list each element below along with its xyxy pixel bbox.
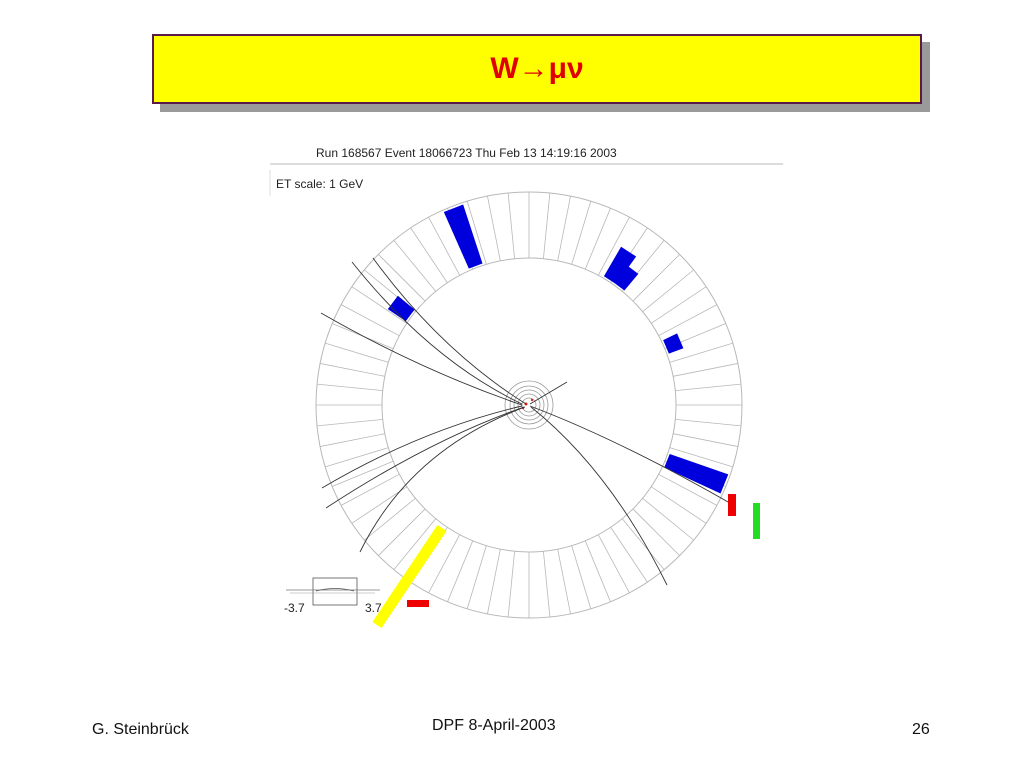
muon-track xyxy=(529,405,736,507)
calorimeter-segment xyxy=(584,208,611,270)
track xyxy=(321,405,523,489)
calorimeter-segment xyxy=(466,545,487,609)
track xyxy=(325,406,525,509)
slide-title: W→μν xyxy=(490,52,584,85)
calorimeter-segment xyxy=(507,551,515,618)
calorimeter-segment xyxy=(557,549,571,614)
calorimeter-segment xyxy=(543,551,551,618)
calorimeter-segment xyxy=(428,534,461,594)
muon-marker xyxy=(728,494,736,516)
calorimeter-segment xyxy=(487,196,501,261)
eta-max-label: 3.7 xyxy=(365,601,382,615)
footer-author: G. Steinbrück xyxy=(92,721,189,738)
calorimeter-segment xyxy=(351,286,407,324)
calorimeter-tower xyxy=(603,246,637,285)
calorimeter-segment xyxy=(632,508,680,556)
calorimeter-segment xyxy=(658,304,718,337)
calorimeter-segment xyxy=(571,201,592,265)
event-display xyxy=(269,163,783,629)
calorimeter-segment xyxy=(571,545,592,609)
track xyxy=(359,406,526,553)
calorimeter-segment xyxy=(340,304,400,337)
calorimeter-segment xyxy=(320,363,385,377)
calorimeter-segment xyxy=(393,518,437,570)
calorimeter-segment xyxy=(320,433,385,447)
calorimeter-segment xyxy=(316,383,383,391)
muon-marker xyxy=(407,600,429,607)
calorimeter-segment xyxy=(340,473,400,506)
calorimeter-segment xyxy=(557,196,571,261)
footer-conference: DPF 8-April-2003 xyxy=(432,717,556,734)
calorimeter-segment xyxy=(410,227,448,283)
title-box: W→μν xyxy=(152,34,922,104)
page-number: 26 xyxy=(912,721,930,738)
calorimeter-segment xyxy=(673,433,738,447)
track xyxy=(372,257,527,405)
eta-min-label: -3.7 xyxy=(284,601,305,615)
calorimeter-towers xyxy=(387,204,729,494)
track xyxy=(351,261,523,405)
calorimeter-segment xyxy=(669,342,733,363)
calorimeter-tower xyxy=(387,295,415,322)
calorimeter-segments xyxy=(316,192,742,618)
calorimeter-segment xyxy=(393,240,437,292)
calorimeter-segment xyxy=(325,342,389,363)
calorimeter-segment xyxy=(487,549,501,614)
calorimeter-tower xyxy=(612,263,639,291)
calorimeter-tower xyxy=(443,204,483,269)
track xyxy=(530,406,668,586)
calorimeter-segment xyxy=(642,269,694,313)
run-info-label: Run 168567 Event 18066723 Thu Feb 13 14:… xyxy=(316,146,617,160)
track xyxy=(529,381,568,405)
calorimeter-segment xyxy=(325,447,389,468)
calorimeter-segment xyxy=(507,192,515,259)
calorimeter-segment xyxy=(610,527,648,583)
calorimeter-segment xyxy=(364,497,416,541)
track xyxy=(320,312,523,406)
calorimeter-segment xyxy=(675,383,742,391)
calorimeter-segment xyxy=(669,447,733,468)
calorimeter-segment xyxy=(428,216,461,276)
calorimeter-segment xyxy=(675,419,742,427)
calorimeter-segment xyxy=(621,518,665,570)
muon-chamber-hit xyxy=(753,503,760,539)
calorimeter-segment xyxy=(351,486,407,524)
inner-ring xyxy=(381,257,677,553)
calorimeter-segment xyxy=(447,540,474,602)
calorimeter-tower xyxy=(664,453,729,494)
calorimeter-segment xyxy=(316,419,383,427)
missing-et-bar xyxy=(372,524,447,629)
calorimeter-tower xyxy=(663,333,684,354)
eta-mini-view xyxy=(286,577,380,606)
calorimeter-segment xyxy=(543,192,551,259)
calorimeter-segment xyxy=(651,286,707,324)
central-tracker xyxy=(504,380,554,430)
calorimeter-segment xyxy=(642,497,694,541)
calorimeter-segment xyxy=(597,534,630,594)
calorimeter-segment xyxy=(332,460,394,487)
calorimeter-segment xyxy=(673,363,738,377)
calorimeter-segment xyxy=(632,254,680,302)
calorimeter-segment xyxy=(658,473,718,506)
particle-tracks xyxy=(320,257,736,586)
calorimeter-segment xyxy=(651,486,707,524)
calorimeter-segment xyxy=(378,254,426,302)
calorimeter-segment xyxy=(466,201,487,265)
calorimeter-segment xyxy=(378,508,426,556)
calorimeter-segment xyxy=(597,216,630,276)
calorimeter-segment xyxy=(584,540,611,602)
et-scale-label: ET scale: 1 GeV xyxy=(276,177,364,191)
